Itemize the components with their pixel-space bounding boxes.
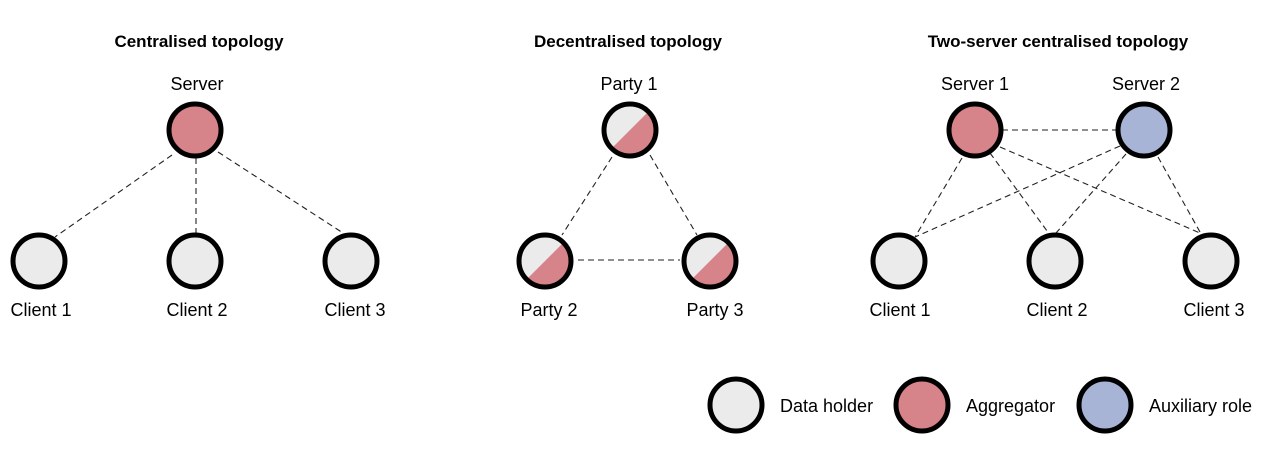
server-label: Server — [170, 74, 223, 94]
edge-server-client3 — [217, 151, 344, 234]
party2-label: Party 2 — [520, 300, 577, 320]
node-outline — [681, 232, 739, 290]
node-fill — [1185, 235, 1237, 287]
client2-node — [166, 232, 224, 290]
client2-label: Client 2 — [1026, 300, 1087, 320]
legend-aggregator: Aggregator — [893, 376, 1055, 434]
edge-server1-client1 — [914, 157, 963, 238]
node-fill — [325, 235, 377, 287]
two-server-title: Two-server centralised topology — [928, 32, 1189, 51]
node-outline — [516, 232, 574, 290]
edge-server2-client1 — [914, 145, 1121, 238]
node-fill-aggregator — [684, 235, 736, 287]
edge-server1-client2 — [989, 152, 1051, 236]
legend-label-data-holder: Data holder — [780, 396, 873, 416]
node-outline — [1182, 232, 1240, 290]
node-fill — [1118, 104, 1170, 156]
server-node — [166, 101, 224, 159]
client2-label: Client 2 — [166, 300, 227, 320]
legend-label-auxiliary: Auxiliary role — [1149, 396, 1252, 416]
node-outline — [1115, 101, 1173, 159]
node-fill — [169, 104, 221, 156]
client1-label: Client 1 — [869, 300, 930, 320]
server1-label: Server 1 — [941, 74, 1009, 94]
legend-swatch-outline — [707, 376, 765, 434]
server2-node — [1115, 101, 1173, 159]
node-outline — [1026, 232, 1084, 290]
node-outline — [946, 101, 1004, 159]
client1-label: Client 1 — [10, 300, 71, 320]
node-outline — [322, 232, 380, 290]
legend-label-aggregator: Aggregator — [966, 396, 1055, 416]
party3-node — [681, 232, 739, 290]
legend-swatch-outline — [1076, 376, 1134, 434]
decentralised-title: Decentralised topology — [534, 32, 723, 51]
node-outline — [166, 101, 224, 159]
node-outline — [870, 232, 928, 290]
server1-node — [946, 101, 1004, 159]
client3-node — [322, 232, 380, 290]
legend-auxiliary: Auxiliary role — [1076, 376, 1252, 434]
node-fill — [873, 235, 925, 287]
client2-node — [1026, 232, 1084, 290]
legend-swatch-auxiliary — [1079, 379, 1131, 431]
edge-party1-party3 — [649, 154, 698, 236]
centralised-title: Centralised topology — [114, 32, 284, 51]
centralised-panel: Centralised topology Server Client 1 Cli… — [10, 32, 385, 320]
client3-label: Client 3 — [324, 300, 385, 320]
client1-node — [870, 232, 928, 290]
party3-label: Party 3 — [686, 300, 743, 320]
edge-server-client1 — [54, 154, 173, 238]
node-fill — [13, 235, 65, 287]
client3-node — [1182, 232, 1240, 290]
legend-swatch-outline — [893, 376, 951, 434]
legend-data-holder: Data holder — [707, 376, 873, 434]
two-server-panel: Two-server centralised topology Server 1… — [869, 32, 1244, 320]
client3-label: Client 3 — [1183, 300, 1244, 320]
decentralised-panel: Decentralised topology Party 1 — [516, 32, 744, 320]
client1-node — [10, 232, 68, 290]
node-fill-aggregator — [519, 235, 571, 287]
node-outline — [601, 101, 659, 159]
edge-server2-client2 — [1055, 153, 1127, 234]
edge-server2-client3 — [1157, 156, 1201, 233]
edge-party1-party2 — [561, 156, 613, 236]
legend: Data holder Aggregator Auxiliary role — [707, 376, 1252, 434]
party2-node — [516, 232, 574, 290]
party1-label: Party 1 — [600, 74, 657, 94]
node-fill — [169, 235, 221, 287]
node-outline — [166, 232, 224, 290]
party1-node — [601, 101, 659, 159]
legend-swatch-aggregator — [896, 379, 948, 431]
legend-swatch-data-holder — [710, 379, 762, 431]
node-fill-aggregator — [604, 104, 656, 156]
node-fill — [1029, 235, 1081, 287]
node-outline — [10, 232, 68, 290]
server2-label: Server 2 — [1112, 74, 1180, 94]
edge-server1-client3 — [999, 146, 1201, 234]
node-fill — [949, 104, 1001, 156]
